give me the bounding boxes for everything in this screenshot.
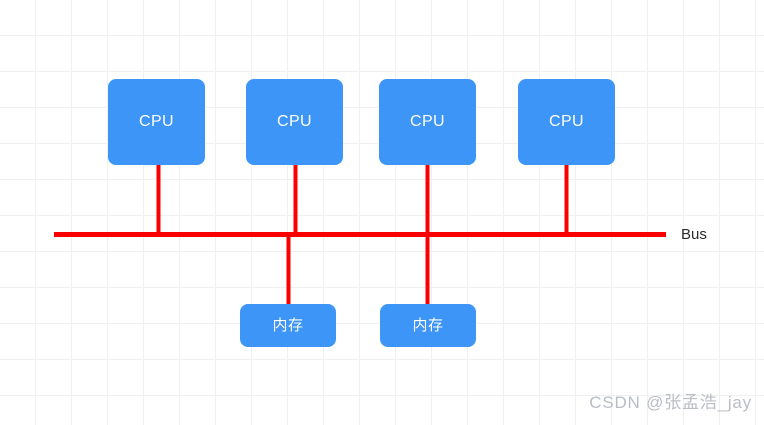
cpu-node-4[interactable]: CPU — [518, 79, 615, 165]
cpu-node-label: CPU — [139, 113, 174, 130]
memory-node-label: 内存 — [412, 317, 444, 334]
cpu-node-3[interactable]: CPU — [379, 79, 476, 165]
cpu-node-1[interactable]: CPU — [108, 79, 205, 165]
cpu-node-label: CPU — [277, 113, 312, 130]
cpu-node-label: CPU — [549, 113, 584, 130]
cpu-node-label: CPU — [410, 113, 445, 130]
watermark: CSDN @张孟浩_jay — [589, 393, 752, 412]
bus-label: Bus — [681, 226, 707, 243]
memory-node-1[interactable]: 内存 — [240, 304, 336, 347]
memory-node-label: 内存 — [272, 317, 304, 334]
cpu-node-2[interactable]: CPU — [246, 79, 343, 165]
memory-node-2[interactable]: 内存 — [380, 304, 476, 347]
